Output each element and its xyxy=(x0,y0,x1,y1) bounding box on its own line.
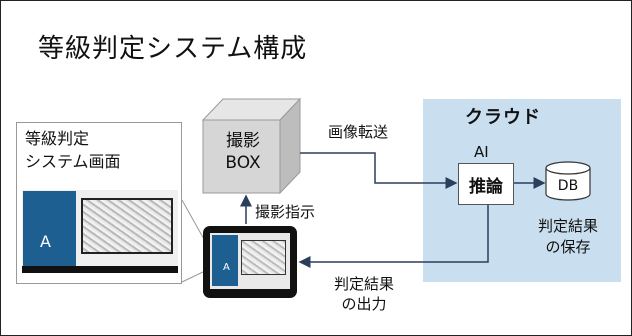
upload-label: 画像転送 xyxy=(328,123,389,141)
output-label-line2: の出力 xyxy=(341,295,387,313)
db-label: DB xyxy=(557,178,579,194)
panel-title-line2: システム画面 xyxy=(25,152,121,171)
capture-box-label-line1: 撮影 xyxy=(226,131,260,151)
capture-box-cube xyxy=(201,97,302,195)
inference-label: 推論 xyxy=(469,176,503,197)
panel-pointer xyxy=(181,199,206,283)
screen-grade-letter: A xyxy=(40,232,51,251)
tablet-grade-letter: A xyxy=(223,262,230,273)
capture-box-label: 撮影 BOX xyxy=(208,130,278,174)
inference-box: 推論 xyxy=(458,163,514,205)
store-label-line2: の保存 xyxy=(545,238,591,256)
ai-label: AI xyxy=(474,143,489,161)
tablet-photo xyxy=(241,240,286,275)
panel-title-line1: 等級判定 xyxy=(25,129,90,148)
diagram-title: 等級判定システム構成 xyxy=(38,34,308,64)
panel-title: 等級判定 システム画面 xyxy=(25,127,121,173)
capture-label: 撮影指示 xyxy=(255,203,316,221)
screen-sidebar xyxy=(23,191,76,267)
upload-arrow xyxy=(300,152,458,189)
tablet-sidebar xyxy=(212,235,238,286)
output-label-line1: 判定結果 xyxy=(334,275,395,293)
capture-box-label-line2: BOX xyxy=(225,153,261,173)
output-label: 判定結果 の出力 xyxy=(334,274,394,314)
store-label: 判定結果 の保存 xyxy=(528,216,608,258)
store-label-line1: 判定結果 xyxy=(537,217,598,235)
cloud-label: クラウド xyxy=(465,107,541,128)
db-cylinder xyxy=(545,161,591,201)
screen-nav-bar xyxy=(22,266,178,273)
screen-photo xyxy=(81,198,173,254)
output-arrow xyxy=(298,205,489,268)
